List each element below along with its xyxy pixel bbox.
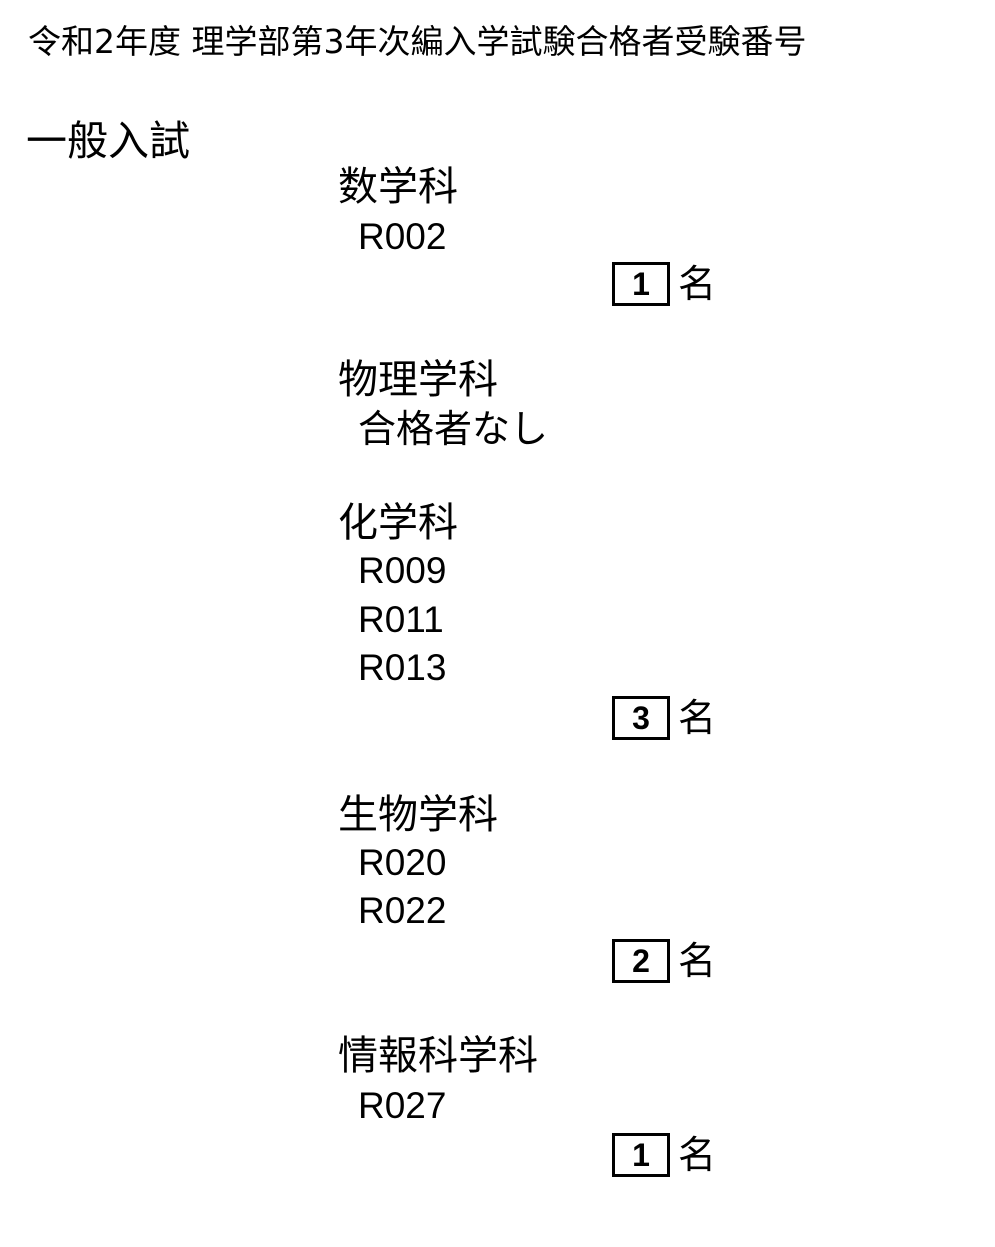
department-name: 物理学科 [338,357,498,403]
department-name: 化学科 [338,500,458,546]
passer-count: 3 名 [612,693,716,743]
exam-number: R011 [358,599,444,640]
count-box: 2 [612,939,670,983]
count-box: 1 [612,262,670,306]
count-box: 1 [612,1133,670,1177]
count-box: 3 [612,696,670,740]
department-name: 数学科 [338,164,458,210]
count-unit: 名 [678,939,717,983]
count-unit: 名 [678,262,717,306]
department-name: 情報科学科 [338,1033,538,1079]
exam-number: R009 [358,550,447,591]
exam-number: R027 [358,1085,447,1126]
exam-number: R013 [358,647,447,688]
section-heading: 一般入試 [26,117,190,165]
passer-count: 2 名 [612,936,716,986]
department-name: 生物学科 [338,792,498,838]
passer-count: 1 名 [612,259,716,309]
exam-number: R022 [358,890,447,931]
count-unit: 名 [678,1133,717,1177]
no-passers-text: 合格者なし [358,407,549,451]
exam-number: R002 [358,216,447,257]
page-title: 令和2年度 理学部第3年次編入学試験合格者受験番号 [28,22,807,61]
exam-number: R020 [358,842,447,883]
count-unit: 名 [678,696,717,740]
passer-count: 1 名 [612,1130,716,1180]
